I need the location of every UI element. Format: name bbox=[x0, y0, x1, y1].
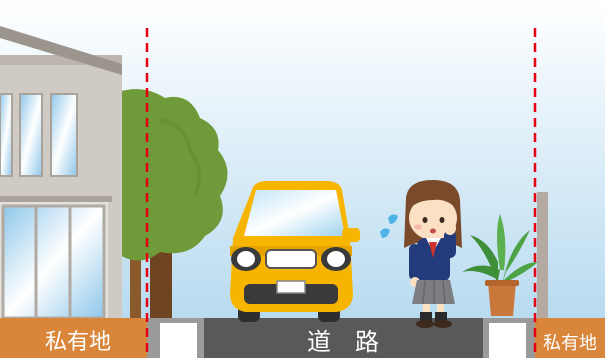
tree bbox=[110, 89, 228, 318]
private-land-right bbox=[535, 318, 605, 358]
car bbox=[230, 181, 360, 322]
potted-plant bbox=[462, 214, 538, 316]
private-land-label-left: 私有地 bbox=[45, 330, 111, 355]
fence-post bbox=[537, 192, 548, 318]
student-girl bbox=[380, 180, 462, 328]
private-land-left bbox=[0, 318, 147, 358]
house bbox=[0, 26, 122, 320]
private-land-label-right: 私有地 bbox=[543, 333, 597, 354]
road-label: 道 路 bbox=[307, 328, 379, 356]
